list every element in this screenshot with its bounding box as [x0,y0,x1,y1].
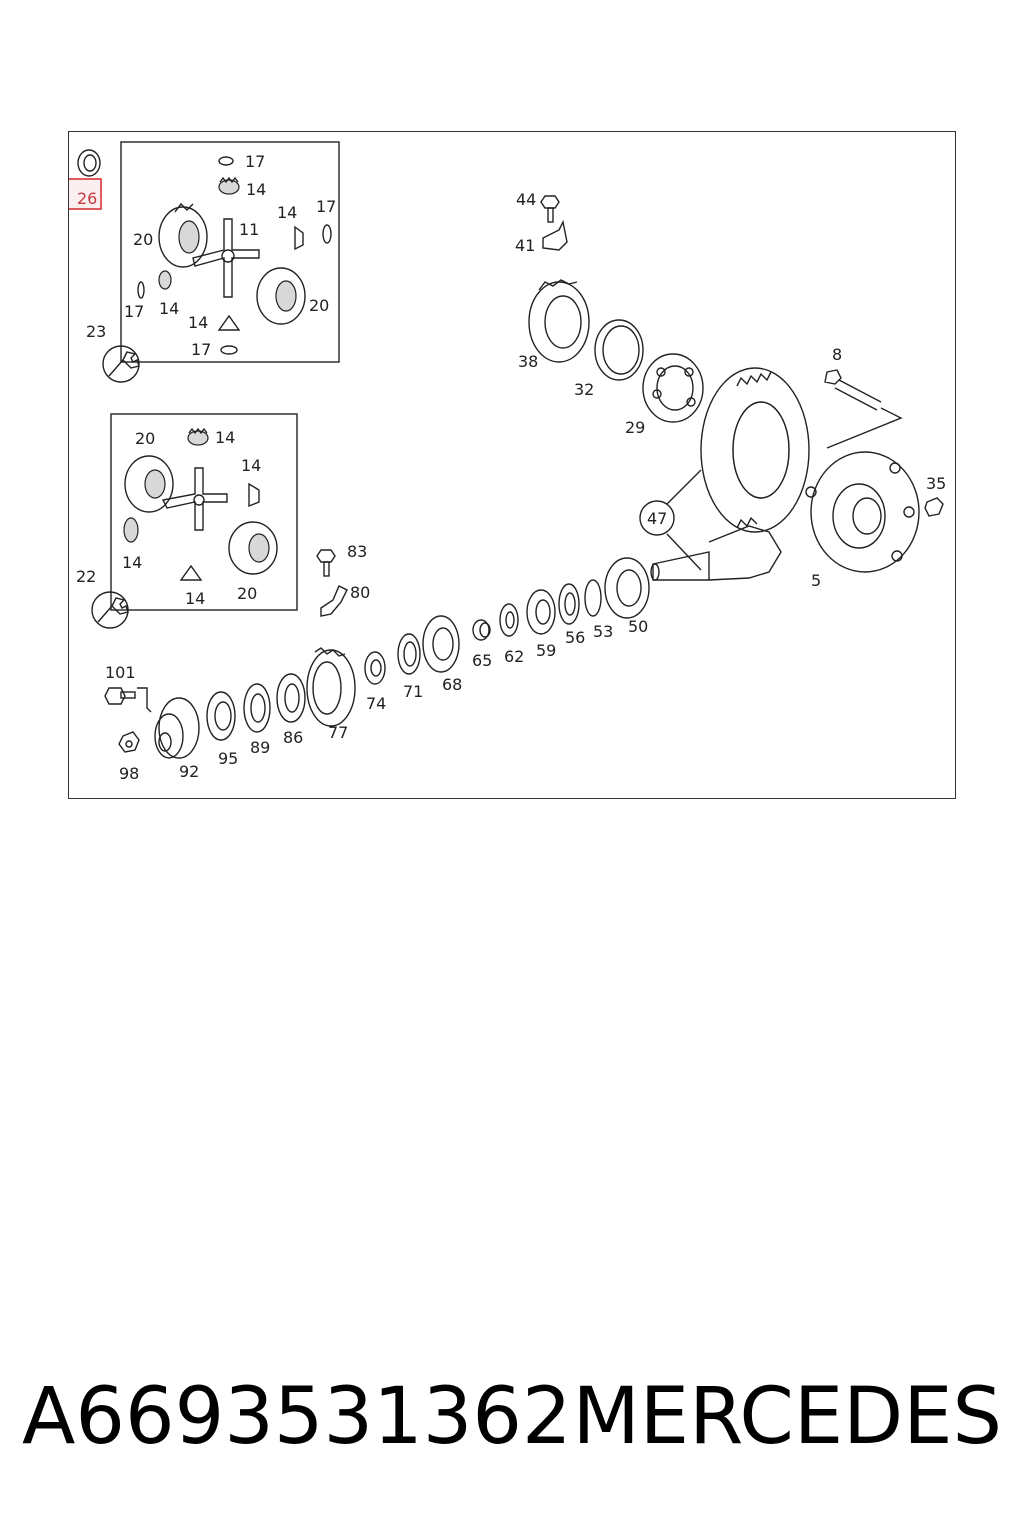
callout-74: 74 [366,694,386,713]
callout-98: 98 [119,764,139,783]
callout-44: 44 [516,190,536,209]
part-98-nut[interactable] [118,731,140,753]
part-74-washer[interactable] [364,651,386,685]
highlight-box [69,178,102,210]
callout-20: 20 [237,584,257,603]
callout-62: 62 [504,647,524,666]
callout-80: 80 [350,583,370,602]
callout-35: 35 [926,474,946,493]
callout-77: 77 [328,723,348,742]
callout-56: 56 [565,628,585,647]
callout-38: 38 [518,352,538,371]
part-56-washer[interactable] [558,583,580,625]
leader-101 [137,687,152,713]
callout-101: 101 [105,663,136,682]
part-80-bracket[interactable] [320,585,348,617]
callout-83: 83 [347,542,367,561]
callout-17: 17 [191,340,211,359]
diff-kit-lower-frame [110,413,298,611]
callout-20: 20 [309,296,329,315]
brand-label: MERCEDES [572,1372,1003,1462]
callout-50: 50 [628,617,648,636]
part-92-flange[interactable] [154,697,200,759]
callout-29: 29 [625,418,645,437]
callout-71: 71 [403,682,423,701]
part-26-seal-ring[interactable] [77,149,101,177]
part-77-gear[interactable] [306,647,356,727]
part-22-tool-kit-icon[interactable] [91,591,129,629]
part-number-label: A6693531362 [22,1372,572,1462]
exploded-parts-diagram: 26 17 14 17 14 20 11 17 14 20 14 [68,131,956,799]
callout-17: 17 [316,197,336,216]
part-47-ring-gear[interactable] [700,367,810,533]
callout-92: 92 [179,762,199,781]
callout-95: 95 [218,749,238,768]
callout-41: 41 [515,236,535,255]
callout-86: 86 [283,728,303,747]
part-89-ring[interactable] [243,683,271,733]
part-95-seal[interactable] [206,691,236,741]
callout-68: 68 [442,675,462,694]
part-pinion-shaft[interactable] [650,516,782,581]
callout-14: 14 [241,456,261,475]
callout-17: 17 [245,152,265,171]
callout-14: 14 [277,203,297,222]
part-83-bolt[interactable] [316,549,336,577]
callout-53: 53 [593,622,613,641]
callout-20: 20 [135,429,155,448]
part-44-bolt[interactable] [540,195,560,223]
part-29-roller-bearing[interactable] [642,353,704,423]
part-65-sleeve[interactable] [472,619,491,641]
part-38-bearing-housing[interactable] [528,279,590,363]
callout-26: 26 [77,189,97,208]
diagram-drawing: 26 17 14 17 14 20 11 17 14 20 14 [69,141,946,783]
callout-14: 14 [159,299,179,318]
callout-47: 47 [647,509,667,528]
diff-kit-upper-parts[interactable] [137,156,332,355]
callout-14: 14 [215,428,235,447]
part-35-bolt[interactable] [924,497,944,517]
part-101-bolt[interactable] [104,687,136,705]
part-68-bearing[interactable] [422,615,460,673]
callout-14: 14 [185,589,205,608]
part-71-ring[interactable] [397,633,421,675]
part-8-bolt[interactable] [824,369,882,411]
callout-5: 5 [811,571,821,590]
callout-47-circle [639,500,675,536]
part-86-bearing[interactable] [276,673,306,723]
part-53-circlip[interactable] [584,579,602,617]
callout-20: 20 [133,230,153,249]
callout-14: 14 [188,313,208,332]
part-50-bearing[interactable] [604,557,650,619]
callout-59: 59 [536,641,556,660]
callout-17: 17 [124,302,144,321]
callout-32: 32 [574,380,594,399]
leader-47 [666,469,702,571]
callout-14: 14 [246,180,266,199]
caption-bar: A6693531362 MERCEDES [0,1362,1024,1472]
part-23-tool-kit-icon[interactable] [102,345,140,383]
diff-kit-lower-parts[interactable] [123,427,278,581]
part-41-bracket[interactable] [542,219,568,251]
leader-8 [826,407,903,449]
callout-65: 65 [472,651,492,670]
callout-14: 14 [122,553,142,572]
callout-22: 22 [76,567,96,586]
callout-23: 23 [86,322,106,341]
callout-11: 11 [239,220,259,239]
part-32-ring[interactable] [594,319,644,381]
diff-kit-upper-frame [120,141,340,363]
part-62-washer[interactable] [499,603,519,637]
part-5-flange[interactable] [805,451,920,573]
callout-89: 89 [250,738,270,757]
callout-8: 8 [832,345,842,364]
part-59-gear[interactable] [526,589,556,635]
